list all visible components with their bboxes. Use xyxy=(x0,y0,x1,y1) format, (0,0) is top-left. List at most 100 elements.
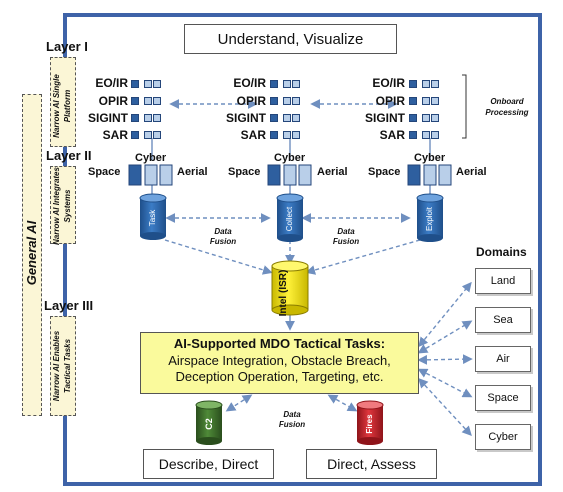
sensor-label: OPIR xyxy=(98,94,128,108)
sensor-square xyxy=(270,97,278,105)
task-label: Task xyxy=(148,209,157,227)
aerial-label: Aerial xyxy=(317,166,348,178)
cyber-label: Cyber xyxy=(414,152,446,164)
sensor-square xyxy=(131,97,139,105)
layer-1-title: Layer I xyxy=(46,39,88,54)
sensor-label: SIGINT xyxy=(226,111,267,125)
domain-cyber: Cyber xyxy=(475,424,531,450)
sensor-label: EO/IR xyxy=(95,76,128,90)
data-fusion-label-2: Data Fusion xyxy=(332,227,360,246)
domain-air: Air xyxy=(475,346,531,372)
task-cylinder xyxy=(139,193,167,240)
domain-label: Land xyxy=(490,275,516,287)
data-fusion-label-1: Data Fusion xyxy=(209,227,237,246)
collect-label: Collect xyxy=(285,206,294,232)
domain-label: Sea xyxy=(493,314,513,326)
sensor-label: SAR xyxy=(240,128,266,142)
tactical-line-1: Airspace Integration, Obstacle Breach, xyxy=(168,353,391,368)
fires-cylinder xyxy=(356,400,384,445)
tactical-tasks-box: AI-Supported MDO Tactical Tasks: Airspac… xyxy=(140,332,419,394)
exploit-cylinder xyxy=(416,193,444,242)
sensor-square xyxy=(153,114,161,122)
domain-land: Land xyxy=(475,268,531,294)
understand-visualize-box: Understand, Visualize xyxy=(184,24,397,54)
fires-label: Fires xyxy=(365,414,374,434)
exploit-label: Exploit xyxy=(425,207,434,232)
sensor-label: SIGINT xyxy=(88,111,129,125)
describe-direct-label: Describe, Direct xyxy=(158,456,259,472)
sensor-square xyxy=(270,114,278,122)
sensor-square xyxy=(422,97,430,105)
sensor-square xyxy=(144,80,152,88)
domain-link-land xyxy=(418,281,472,348)
layer-1-box xyxy=(50,57,76,147)
space-label: Space xyxy=(368,166,401,178)
sensor-square xyxy=(283,114,291,122)
space-label: Space xyxy=(228,166,261,178)
layer-2-box xyxy=(50,166,76,244)
sensor-square xyxy=(431,114,439,122)
sensor-square xyxy=(153,80,161,88)
sensor-square xyxy=(409,97,417,105)
task-intel-link xyxy=(164,239,273,275)
layer-2-title: Layer II xyxy=(46,148,92,163)
domain-label: Air xyxy=(496,353,510,365)
domain-sea: Sea xyxy=(475,307,531,333)
sensor-square xyxy=(131,114,139,122)
sensor-label: SIGINT xyxy=(365,111,406,125)
c2-label: C2 xyxy=(204,418,214,430)
sensor-square xyxy=(422,114,430,122)
onboard-processing-label: Onboard Processing xyxy=(485,97,529,117)
direct-assess-label: Direct, Assess xyxy=(327,456,416,472)
exploit-intel-link xyxy=(305,239,421,275)
sensor-square xyxy=(144,114,152,122)
collect-cylinder xyxy=(276,193,304,242)
sensor-square xyxy=(292,114,300,122)
cyber-label: Cyber xyxy=(274,152,306,164)
sensor-square xyxy=(422,131,430,139)
sensor-square xyxy=(283,131,291,139)
sensor-square xyxy=(153,131,161,139)
layer-3-box xyxy=(50,316,76,416)
domain-space: Space xyxy=(475,385,531,411)
sensor-square xyxy=(409,114,417,122)
aerial-label: Aerial xyxy=(456,166,487,178)
tactical-c2-link xyxy=(225,394,253,412)
sensor-square xyxy=(431,131,439,139)
sensor-square xyxy=(431,97,439,105)
domain-link-air xyxy=(417,354,473,365)
tactical-line-2: Deception Operation, Targeting, etc. xyxy=(175,369,384,384)
sensor-square xyxy=(292,97,300,105)
tactical-title: AI-Supported MDO Tactical Tasks: xyxy=(173,336,386,351)
data-fusion-label-3: Data Fusion xyxy=(278,410,306,429)
main-frame xyxy=(63,13,542,486)
understand-visualize-label: Understand, Visualize xyxy=(217,30,364,48)
sensor-square xyxy=(131,80,139,88)
sensor-square xyxy=(292,131,300,139)
space-label: Space xyxy=(88,166,121,178)
sensor-label: EO/IR xyxy=(233,76,266,90)
c2-cylinder xyxy=(195,400,223,445)
domains-title: Domains xyxy=(476,245,527,259)
tactical-fires-link xyxy=(327,394,358,412)
layer-3-title: Layer III xyxy=(44,298,94,313)
sensor-square xyxy=(422,80,430,88)
sensor-square xyxy=(409,80,417,88)
cyber-label: Cyber xyxy=(135,152,167,164)
sensor-square xyxy=(283,97,291,105)
domain-label: Space xyxy=(487,392,519,404)
sensor-square xyxy=(144,97,152,105)
describe-direct-box: Describe, Direct xyxy=(143,449,274,479)
sensor-label: OPIR xyxy=(236,94,266,108)
general-ai-box xyxy=(22,94,42,416)
domain-label: Cyber xyxy=(488,431,518,443)
direct-assess-box: Direct, Assess xyxy=(306,449,437,479)
sensor-label: EO/IR xyxy=(372,76,405,90)
intel-label: Intel (ISR) xyxy=(278,269,289,317)
domain-link-cyber xyxy=(418,377,472,437)
sensor-square xyxy=(283,80,291,88)
sensor-square xyxy=(409,131,417,139)
